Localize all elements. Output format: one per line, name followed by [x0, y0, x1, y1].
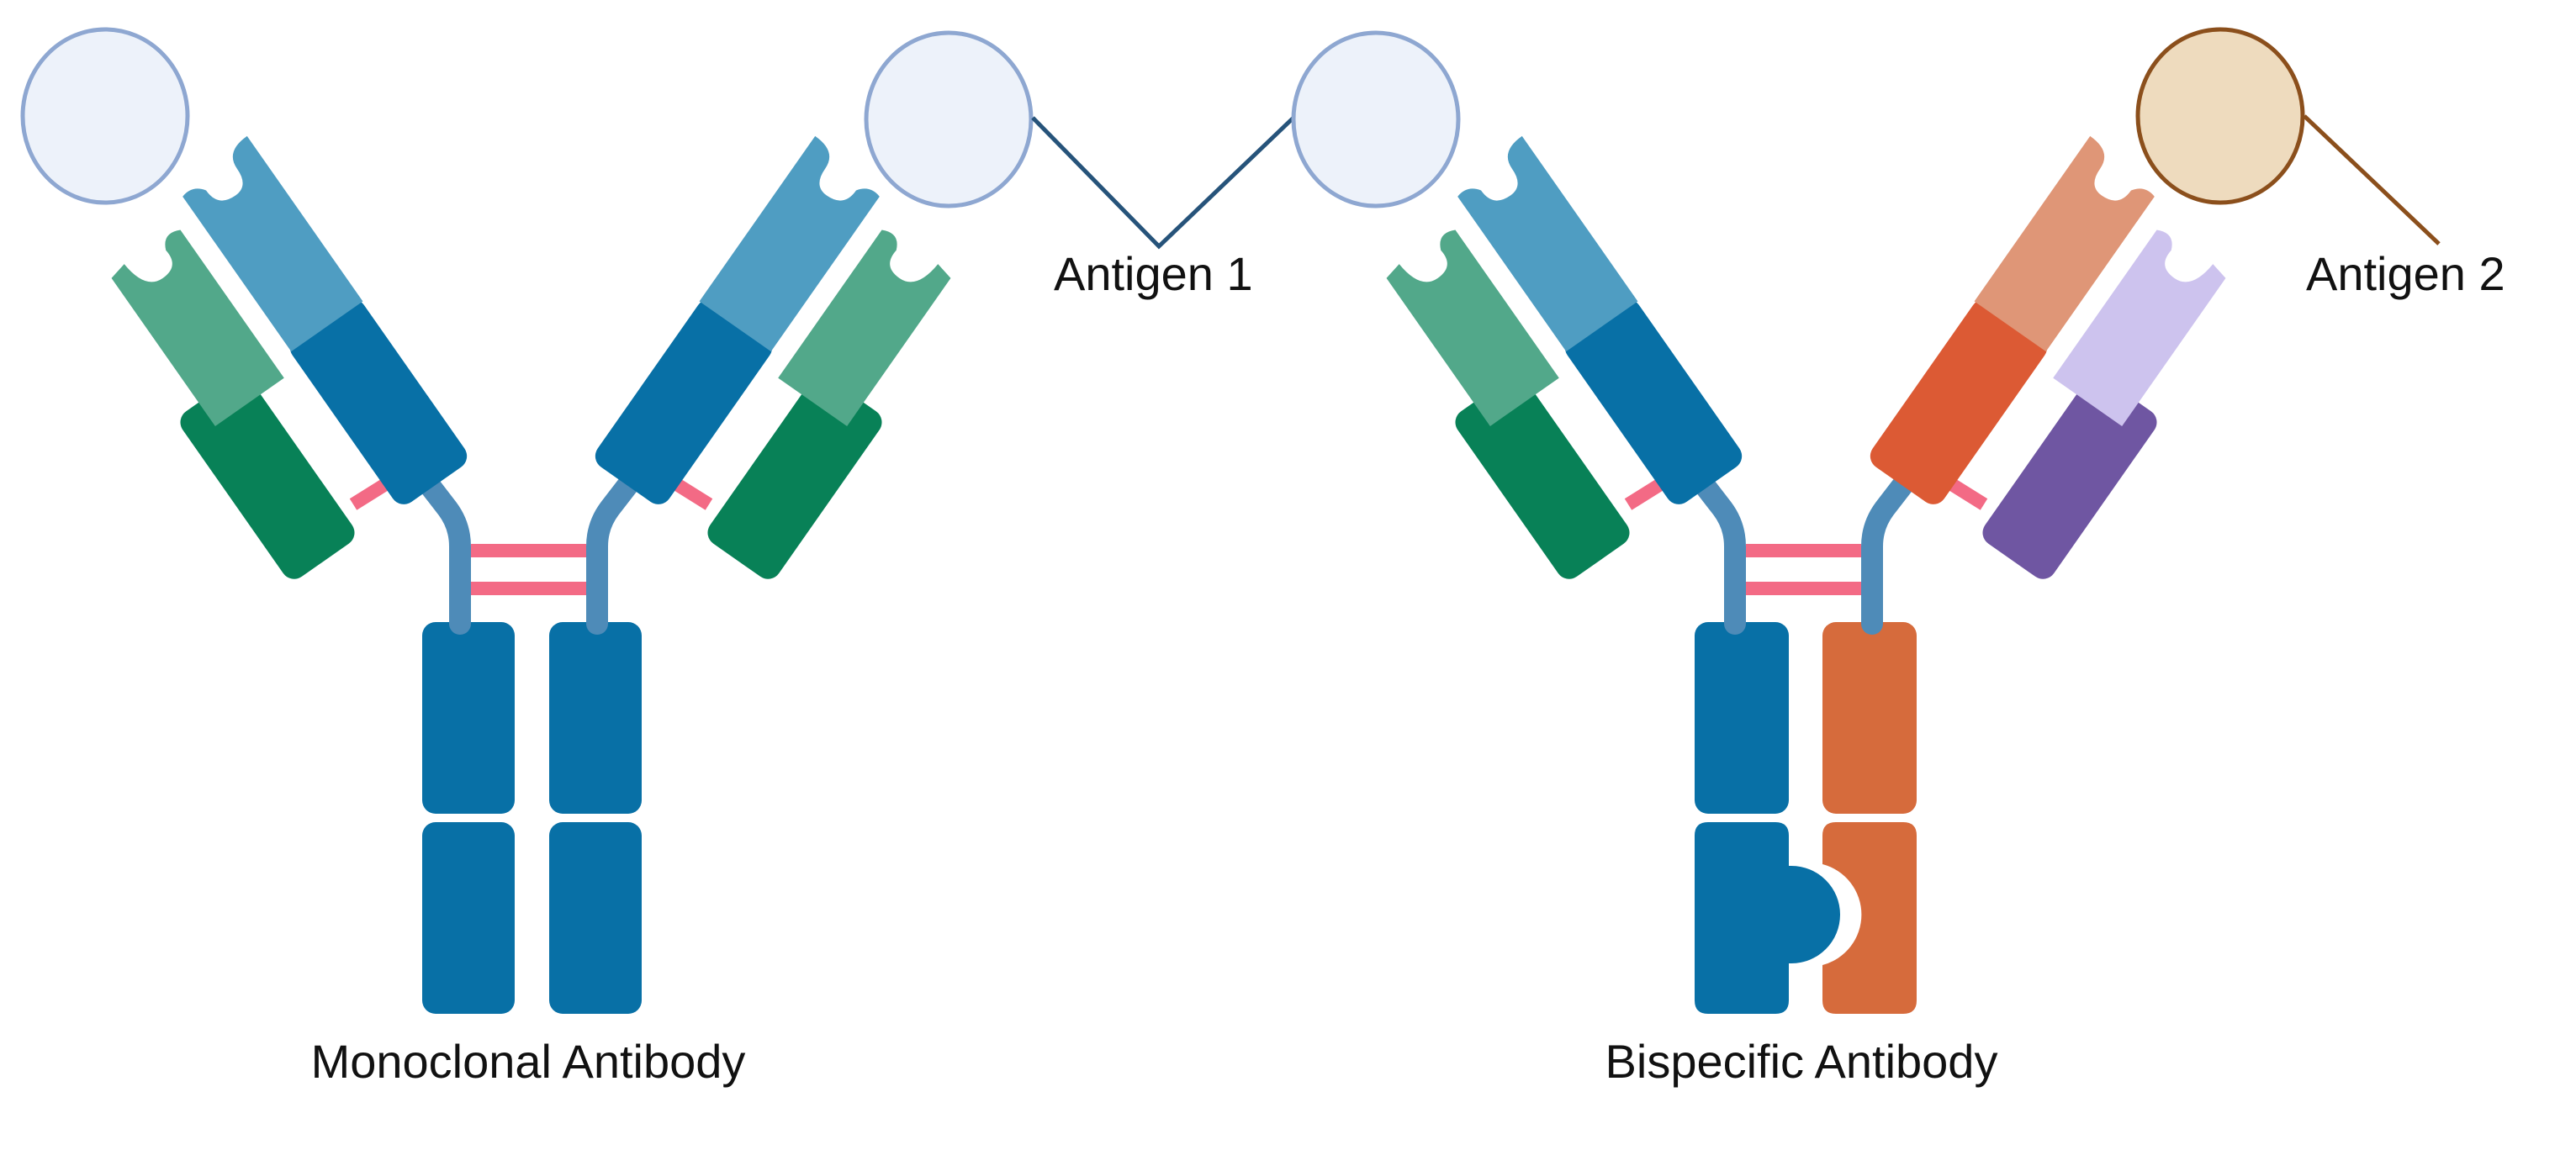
mab-hinge [349, 468, 713, 635]
bsab-fab-right [1870, 27, 2305, 579]
bsab-antigen-2 [2135, 27, 2305, 205]
mab-vh-left [182, 135, 363, 352]
mab-hinge-right [586, 468, 643, 635]
bsab-lc-hc-bond-left [1624, 477, 1666, 510]
bsab-hinge-left [1689, 468, 1746, 635]
mab-lc-hc-bond-right [671, 477, 713, 510]
mab-fc-region [422, 622, 642, 1014]
mab-vl-right [778, 229, 951, 426]
mab-hinge-left [414, 468, 471, 635]
mab-fab-left [20, 27, 468, 579]
bsab-vl-left [1386, 229, 1559, 426]
mab-antigen-left [20, 27, 190, 205]
bsab-ch1-left [1564, 299, 1743, 504]
antigen-1-label: Antigen 1 [1054, 247, 1253, 300]
mab-ch2-right [549, 622, 642, 814]
bsab-hinge-right [1861, 468, 1918, 635]
bsab-vh-left [1457, 135, 1638, 352]
antigen-1-leader-line [1031, 116, 1295, 250]
bispecific-antibody: Bispecific Antibody [1291, 27, 2305, 1088]
mab-ch3-right [549, 822, 642, 1014]
mab-antigen-right [864, 30, 1034, 208]
antigen-2-leader-line [2303, 114, 2441, 245]
mab-cl-right [707, 376, 882, 579]
bsab-ch2-left [1695, 622, 1789, 814]
mab-cl-left [180, 376, 355, 579]
bsab-ch2-right [1822, 622, 1917, 814]
mab-vl-left [111, 229, 284, 426]
bsab-cl-left [1455, 376, 1630, 579]
mab-ch3-left [422, 822, 515, 1014]
bsab-fc-region [1695, 622, 1917, 1014]
bsab-vl-right [2053, 229, 2226, 426]
bsab-vh-right [1974, 135, 2155, 352]
bispecific-antibody-label: Bispecific Antibody [1605, 1035, 1998, 1088]
bsab-hinge [1624, 468, 1988, 635]
monoclonal-antibody-label: Monoclonal Antibody [311, 1035, 746, 1088]
bsab-antigen-1 [1291, 30, 1461, 208]
bsab-fab-left [1291, 30, 1743, 579]
mab-ch1-right [595, 299, 773, 504]
bsab-ch1-right [1870, 299, 2048, 504]
monoclonal-antibody: Monoclonal Antibody [20, 27, 1034, 1088]
mab-lc-hc-bond-left [349, 477, 391, 510]
bsab-ch3-right-hole [1822, 822, 1917, 1014]
bsab-ch3-left-knob [1695, 822, 1840, 1014]
mab-vh-right [699, 135, 880, 352]
antigen-2-label: Antigen 2 [2306, 247, 2505, 300]
bsab-cl-right [1982, 376, 2157, 579]
bsab-lc-hc-bond-right [1946, 477, 1988, 510]
mab-ch2-left [422, 622, 515, 814]
mab-ch1-left [289, 299, 468, 504]
mab-fab-right [595, 30, 1034, 579]
